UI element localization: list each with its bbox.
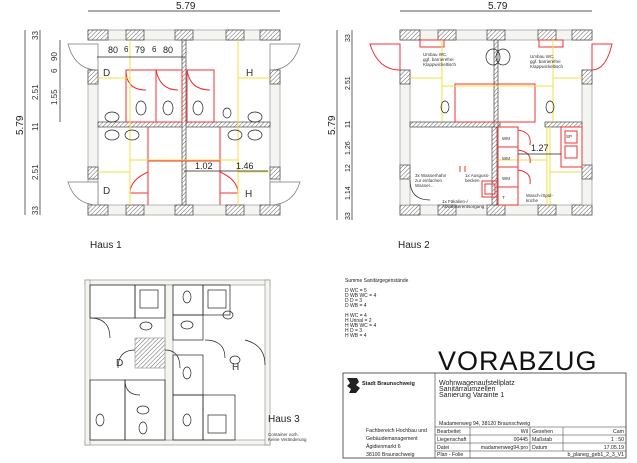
dim-text: 33 [31, 206, 40, 215]
height-dimension: 5.79 [327, 115, 338, 135]
washing-machine-label: WM [502, 176, 510, 181]
dim-text: 1.14 [345, 186, 352, 200]
title-block: Stadt Braunschweig Wohnwagenaufstellplat… [342, 372, 627, 459]
width-dimension: 5.79 [488, 1, 508, 12]
dim-text: 33 [345, 212, 352, 220]
dim-text: 79 [135, 45, 145, 55]
summary-title: Summe Sanitärgegenstände [345, 278, 409, 284]
dim-text: 11 [31, 122, 40, 131]
width-dimension: 5.79 [176, 1, 196, 12]
value-datei: madamenweg94.pro [481, 445, 528, 451]
entry-door [67, 43, 99, 71]
dim-text: 2.51 [31, 84, 40, 100]
dim-text: 1.46 [236, 161, 254, 171]
dim-text: 2.51 [31, 164, 40, 180]
room-label-d: D [103, 186, 110, 197]
note-faekalien: 1x Fäkalien-/Abwasserentsorgung [442, 199, 485, 209]
haus-3-note: Container vorh.Keine Veränderung [268, 432, 307, 442]
dim-text: 6 [152, 45, 157, 54]
label-massstab: Maßstab [532, 437, 552, 443]
value-gesehen: Cam [613, 429, 624, 435]
value-plan-folie: b_planeg_geb1_2_3_V1 [567, 452, 624, 458]
value-bearbeitet: Wil [521, 429, 528, 435]
dryer-label: T [502, 195, 505, 200]
sanitary-fixtures [104, 100, 263, 141]
dim-text: 1.26 [345, 141, 352, 155]
dim-text: 11 [345, 121, 352, 128]
entry-door [269, 181, 301, 206]
label-gesehen: Gesehen [532, 429, 553, 435]
vorabzug-stamp: VORABZUG [438, 346, 598, 376]
dim-text: 1.02 [195, 161, 213, 171]
label-liegenschaft: Liegenschaft [437, 437, 467, 443]
label-datei: Datei [437, 445, 449, 451]
entry-door [269, 43, 301, 71]
dim-text: 33 [345, 34, 352, 42]
org-name: Stadt Braunschweig [362, 381, 415, 387]
height-dimension: 5.79 [15, 115, 26, 135]
label-datum: Datum [532, 445, 547, 451]
washing-machine-label: WM [502, 136, 510, 141]
dim-text: 2.51 [345, 76, 352, 90]
dim-text: 12 [345, 164, 352, 172]
value-datum: 17.05.19 [604, 445, 624, 451]
room-label-h: H [246, 68, 253, 79]
haus-1-title: Haus 1 [90, 240, 122, 251]
dim-text: 90 [50, 52, 59, 61]
label-plan-folie: Plan - Folie [437, 452, 463, 458]
note-kueche: Wasch-/Spül-küche [526, 193, 553, 203]
label-bearbeitet: Bearbeitet [437, 429, 461, 435]
dim-text: 80 [163, 45, 173, 55]
sink-label: SP [566, 134, 572, 139]
value-liegenschaft: 00445 [514, 437, 529, 443]
dim-text: 1.27 [531, 143, 549, 153]
room-label-h: H [245, 189, 252, 200]
room-label-d: D [116, 358, 123, 369]
haus-1-plan: 5.79 5.79 33 2.51 11 2.51 33 90 6 1.55 [15, 1, 301, 251]
note-ausguss: 1x Ausguss-becken [465, 173, 490, 183]
washing-machine-label: WM [502, 156, 510, 161]
haus-3-title: Haus 3 [268, 414, 300, 425]
haus-2-title: Haus 2 [398, 240, 430, 251]
room-label-d: D [103, 68, 110, 79]
haus-2-plan: 5.79 5.79 33 2.51 11 1.26 12 1.14 33 [327, 1, 613, 251]
entry-door [67, 181, 99, 206]
dim-text: 80 [108, 45, 118, 55]
haus-3-plan: D H Haus 3 Container vorh.Keine Veränder… [84, 279, 307, 446]
dim-text: 33 [31, 31, 40, 40]
dim-text: 6 [50, 68, 59, 73]
city-logo [347, 378, 360, 393]
dim-text: 1.55 [50, 89, 59, 105]
value-massstab: 1 : 50 [611, 437, 624, 443]
dim-text: 6 [124, 45, 129, 54]
project-address: Madamenweg 94, 38120 Braunschweig [439, 421, 530, 427]
room-label-h: H [232, 362, 239, 373]
